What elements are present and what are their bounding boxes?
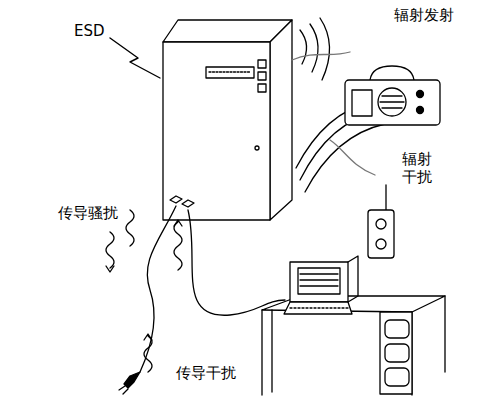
annotation-label: ESD <box>74 22 134 40</box>
handheld-radio <box>368 185 394 258</box>
annotation-label: 传导干扰 <box>176 364 256 382</box>
power-plug <box>119 372 140 394</box>
power-cable <box>140 206 176 372</box>
annotation-label: 辐射发射 <box>394 6 474 24</box>
annotation-label: 辐射 干扰 <box>402 150 438 186</box>
annotation-label: 传导骚扰 <box>58 204 138 222</box>
radio-receiver <box>345 66 440 125</box>
esd-bolt <box>110 38 160 78</box>
signal-cable <box>188 210 285 315</box>
equipment-cabinet <box>163 20 292 220</box>
computer-desk <box>262 256 445 395</box>
conducted-arrows <box>106 210 182 372</box>
